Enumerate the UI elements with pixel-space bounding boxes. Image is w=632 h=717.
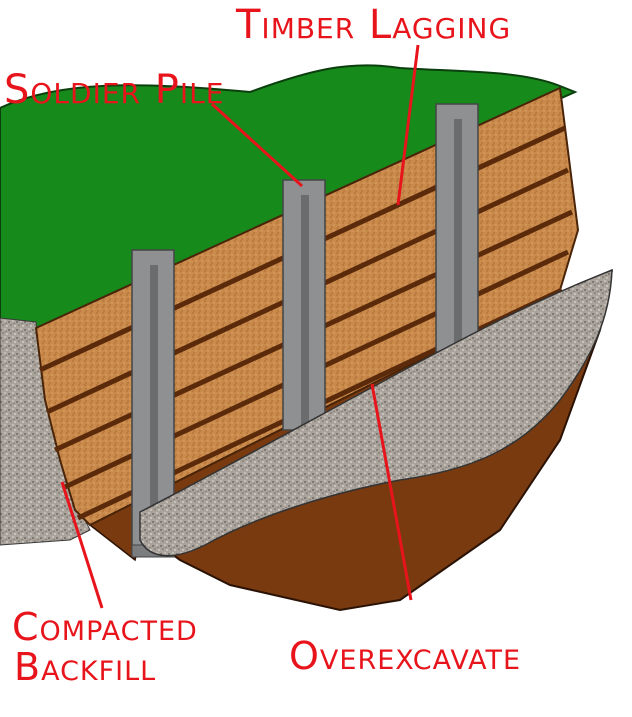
label-overexcavate: Overexcavate xyxy=(289,634,521,678)
label-backfill: Backfill xyxy=(14,645,156,689)
soldier-pile-2 xyxy=(282,179,326,431)
leader-compacted-backfill xyxy=(60,481,104,609)
leader-overexcavate xyxy=(370,383,413,601)
leader-soldier-pile xyxy=(210,102,304,188)
leader-timber-lagging xyxy=(396,44,420,206)
label-timber-lagging: Timber Lagging xyxy=(235,2,511,48)
label-compacted: Compacted xyxy=(12,605,198,649)
label-soldier-pile: Soldier Pile xyxy=(4,67,224,113)
soldier-pile-3 xyxy=(435,103,479,353)
leader-lines xyxy=(60,44,420,609)
